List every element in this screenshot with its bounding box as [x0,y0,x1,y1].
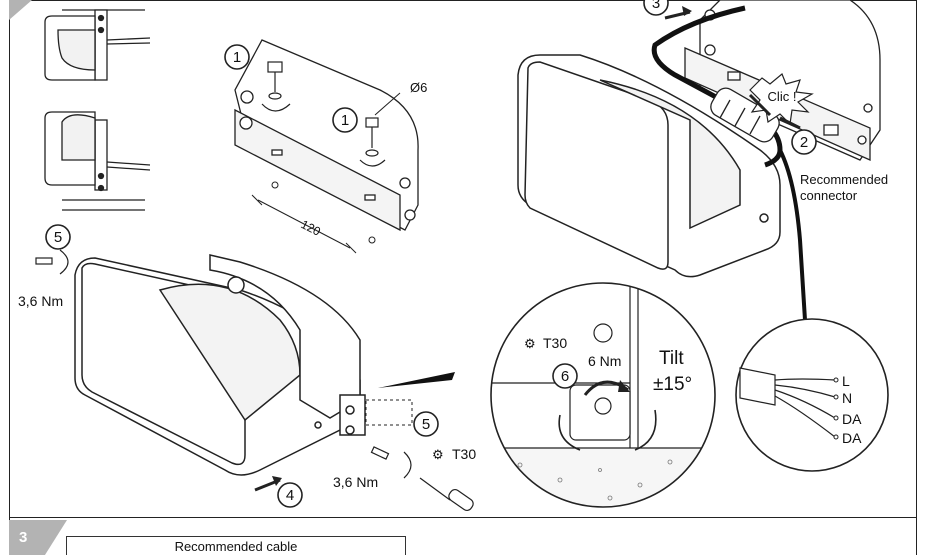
luminaire-rear-view [517,54,781,278]
tool-label-t30-b: T30 [452,446,476,462]
diameter-label: Ø6 [410,80,427,95]
dimension-label: 120 [299,217,323,239]
svg-text:4: 4 [286,487,294,504]
screw-right [359,117,386,167]
power-cable [651,5,783,168]
wire-label-n: N [842,390,852,406]
wire-label-l: L [842,373,850,389]
step-3-marker: 3 [643,0,669,16]
tool-label-t30-a: T30 [543,335,567,351]
torx-star-icon: ⚙ [432,447,444,462]
tilt-label: Tilt [659,348,684,369]
wire-label-da-2: DA [842,430,862,446]
step-5-marker-a: 5 [45,224,71,250]
supply-cable [778,149,807,321]
torx-star-icon-2: ⚙ [524,336,536,351]
step-1-marker-b: 1 [332,107,358,133]
dimension-line [251,194,357,254]
tilt-angle-label: ±15° [653,374,692,395]
step-2-marker: 2 [791,129,817,155]
svg-text:6: 6 [561,368,569,385]
screw-5-left [35,249,69,275]
pointer-wedge [378,372,455,388]
tilt-detail [490,282,716,508]
recommended-connector [710,87,780,143]
screw-5-right [370,446,474,512]
luminaire-front-view [74,254,366,476]
svg-text:2: 2 [800,134,808,151]
mounting-bracket [234,39,419,232]
step-5-marker-b: 5 [413,411,439,437]
wall-mount-side-view-top [44,0,151,81]
click-label: Clic ! [768,89,797,104]
installation-illustration: 120 Ø6 1 1 5 3,6 Nm 5 [9,0,889,512]
svg-text:5: 5 [422,416,430,433]
detail-box [365,399,413,426]
section-number: 3 [19,529,28,546]
torque-label-right: 3,6 Nm [333,474,378,490]
svg-text:5: 5 [54,229,62,246]
wire-detail [735,318,889,472]
torque-label-left: 3,6 Nm [18,293,63,309]
recommended-connector-line1: Recommended [800,172,888,187]
step-1-marker-a: 1 [224,44,250,70]
svg-text:1: 1 [233,49,241,66]
svg-text:1: 1 [341,112,349,129]
step-4-marker: 4 [277,482,303,508]
screw-top-left [261,61,291,112]
svg-text:3: 3 [652,0,660,12]
wire-label-da-1: DA [842,411,862,427]
torque-label-tilt: 6 Nm [588,353,621,369]
recommended-cable-header: Recommended cable [66,536,406,555]
corner-tab [9,0,32,20]
wall-mount-side-view-bottom [44,111,151,211]
step-6-marker: 6 [552,363,578,389]
recommended-connector-line2: connector [800,188,858,203]
